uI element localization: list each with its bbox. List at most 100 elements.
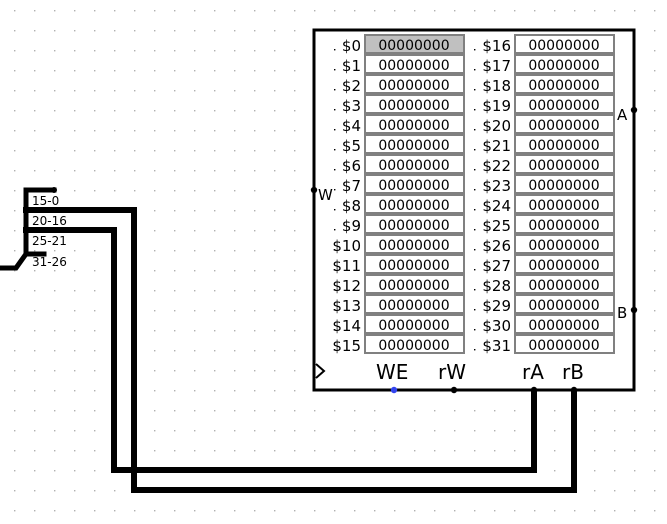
pin-rw[interactable] — [450, 386, 458, 394]
register-value-cell[interactable] — [514, 314, 615, 334]
register-value: 00000000 — [528, 138, 599, 154]
wire-25-21-to-ra[interactable] — [23, 227, 537, 473]
register-value: 00000000 — [378, 178, 449, 194]
splitter-pin-15-0[interactable] — [51, 187, 57, 193]
register-value: 00000000 — [378, 218, 449, 234]
separator-dot — [474, 149, 476, 151]
register-value-cell[interactable] — [364, 254, 465, 274]
register-value-cell[interactable] — [514, 154, 615, 174]
separator-dot — [474, 329, 476, 331]
port-label-rw: rW — [438, 360, 466, 384]
register-name: $22 — [482, 157, 511, 175]
separator-dot — [474, 309, 476, 311]
separator-dot — [334, 149, 336, 151]
separator-dot — [474, 249, 476, 251]
register-name: $1 — [342, 57, 361, 75]
register-name: $10 — [332, 237, 361, 255]
register-value-cell[interactable] — [364, 54, 465, 74]
register-name: $8 — [342, 197, 361, 215]
pin-a[interactable] — [630, 106, 638, 114]
pin-we[interactable] — [390, 386, 398, 394]
register-value: 00000000 — [528, 78, 599, 94]
register-value-cell[interactable] — [514, 134, 615, 154]
register-value-cell[interactable] — [514, 34, 615, 54]
separator-dot — [334, 349, 336, 351]
splitter-labels: 15-0 20-16 25-21 31-26 — [32, 194, 67, 269]
register-value-cell[interactable] — [364, 114, 465, 134]
register-name: $11 — [332, 257, 361, 275]
register-value-cell[interactable] — [514, 194, 615, 214]
register-value-cell[interactable] — [514, 254, 615, 274]
separator-dot — [334, 189, 336, 191]
register-value: 00000000 — [378, 138, 449, 154]
register-name: $29 — [482, 297, 511, 315]
pin-b[interactable] — [630, 306, 638, 314]
register-value-cell[interactable] — [514, 94, 615, 114]
register-value-cell[interactable] — [364, 134, 465, 154]
separator-dot — [334, 89, 336, 91]
register-value-cell[interactable] — [364, 194, 465, 214]
port-label-b: B — [617, 304, 627, 322]
register-value-cell[interactable] — [364, 34, 465, 54]
register-value-cell[interactable] — [364, 214, 465, 234]
separator-dot — [334, 269, 336, 271]
register-value: 00000000 — [378, 298, 449, 314]
register-value: 00000000 — [378, 198, 449, 214]
register-value-cell[interactable] — [514, 234, 615, 254]
register-value: 00000000 — [378, 58, 449, 74]
register-name: $2 — [342, 77, 361, 95]
separator-dot — [334, 209, 336, 211]
register-value-cell[interactable] — [514, 334, 615, 354]
separator-dot — [334, 129, 336, 131]
register-value-cell[interactable] — [514, 214, 615, 234]
separator-dot — [474, 109, 476, 111]
register-value-cell[interactable] — [364, 334, 465, 354]
wire-20-16-to-rb[interactable] — [23, 207, 577, 493]
register-value-cell[interactable] — [514, 54, 615, 74]
separator-dot — [474, 269, 476, 271]
register-value-cell[interactable] — [364, 94, 465, 114]
splitter-label-25-21: 25-21 — [32, 234, 67, 248]
splitter-label-15-0: 15-0 — [32, 194, 59, 208]
register-name: $31 — [482, 337, 511, 355]
separator-dot — [334, 249, 336, 251]
register-value: 00000000 — [528, 278, 599, 294]
separator-dot — [334, 169, 336, 171]
register-value: 00000000 — [378, 278, 449, 294]
register-name: $0 — [342, 37, 361, 55]
register-name: $21 — [482, 137, 511, 155]
port-label-ra: rA — [522, 360, 544, 384]
register-name: $20 — [482, 117, 511, 135]
register-value-cell[interactable] — [364, 234, 465, 254]
pin-rb[interactable] — [570, 386, 578, 394]
separator-dot — [334, 289, 336, 291]
pin-ra[interactable] — [530, 386, 538, 394]
register-value-cell[interactable] — [364, 174, 465, 194]
register-value-cell[interactable] — [514, 74, 615, 94]
register-value-cell[interactable] — [364, 294, 465, 314]
register-value: 00000000 — [378, 338, 449, 354]
register-name: $6 — [342, 157, 361, 175]
register-value: 00000000 — [528, 338, 599, 354]
register-value-cell[interactable] — [364, 274, 465, 294]
register-value-cell[interactable] — [514, 174, 615, 194]
separator-dot — [334, 49, 336, 51]
register-value-cell[interactable] — [364, 314, 465, 334]
register-value: 00000000 — [378, 318, 449, 334]
register-value-cell[interactable] — [514, 294, 615, 314]
register-value-cell[interactable] — [364, 74, 465, 94]
register-name: $24 — [482, 197, 511, 215]
register-value-cell[interactable] — [514, 274, 615, 294]
pin-w[interactable] — [310, 186, 318, 194]
register-value-cell[interactable] — [364, 154, 465, 174]
register-value-cell[interactable] — [514, 114, 615, 134]
wires — [0, 187, 577, 493]
separator-dot — [474, 209, 476, 211]
register-value: 00000000 — [528, 198, 599, 214]
separator-dot — [334, 229, 336, 231]
port-label-a: A — [617, 106, 628, 124]
register-value: 00000000 — [528, 58, 599, 74]
register-value: 00000000 — [528, 158, 599, 174]
